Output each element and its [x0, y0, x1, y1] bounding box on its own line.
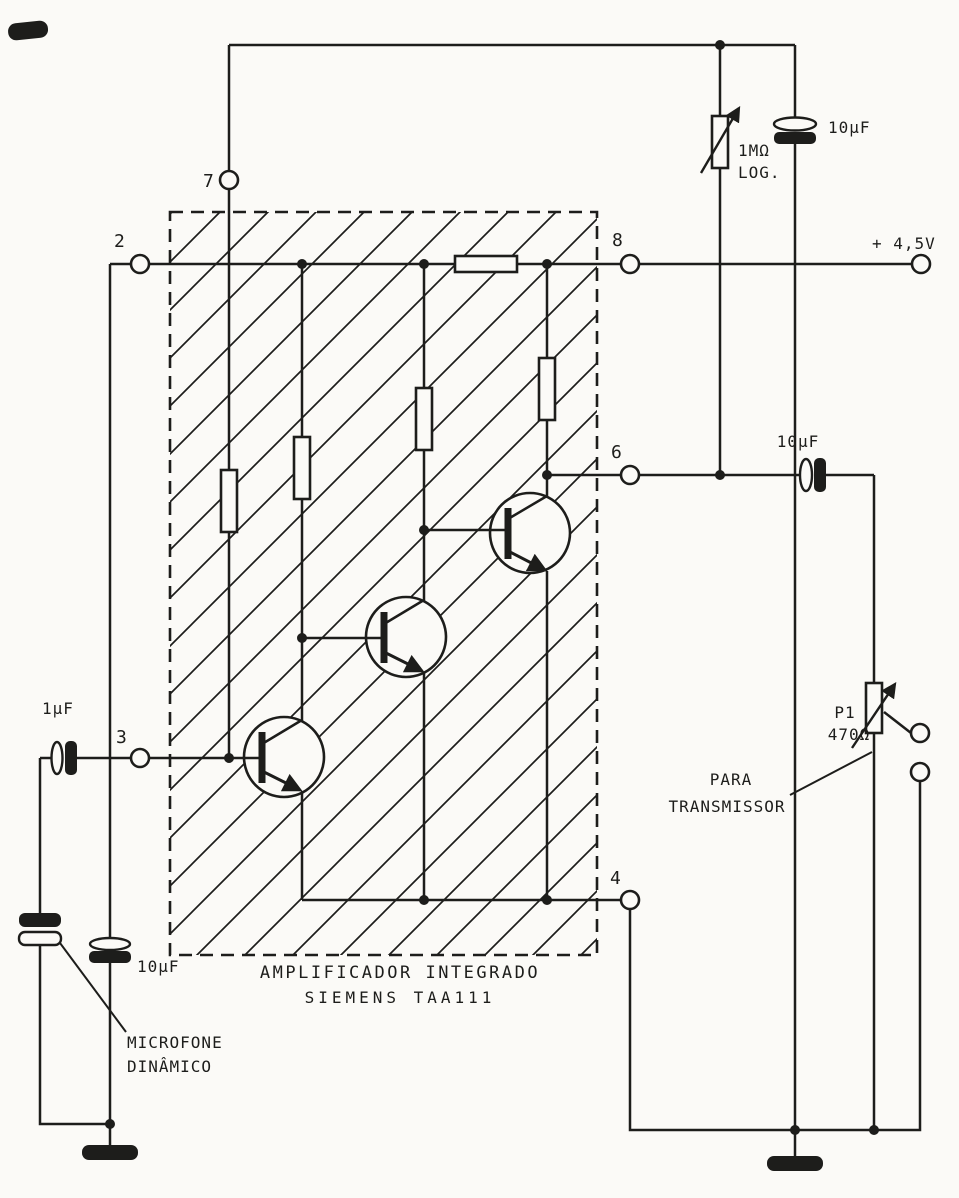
resistor-supply-series: [453, 254, 519, 274]
pot-1m-wiper-arrow: [699, 105, 741, 174]
q3-emitter-arrow: [507, 549, 548, 572]
grounds: [8, 20, 823, 1171]
output-label-line1: PARA: [710, 770, 753, 789]
pin-6-terminal: [619, 464, 641, 486]
pin-2-label: 2: [114, 231, 125, 252]
junction-top-pot: [715, 40, 725, 50]
cap-output-label: 10µF: [777, 432, 820, 451]
cap-bl-plate-b: [89, 951, 131, 963]
junction-rail-q3: [542, 259, 552, 269]
cap-mic-bypass-label: 10µF: [137, 957, 180, 976]
pot-p1-value-label: 470Ω: [828, 725, 871, 744]
junction-gnd-left: [105, 1119, 115, 1129]
wiring: [38, 43, 922, 1156]
wire-q2-collector: [383, 264, 426, 626]
resistor-q1-load: [292, 435, 312, 501]
cap-top-right-label: 10µF: [828, 118, 871, 137]
junction-rail-q2: [419, 259, 429, 269]
ground-symbol-left: [82, 1145, 138, 1160]
pointer-microfone: [59, 942, 127, 1033]
cap-out-plate-a: [798, 457, 814, 493]
wire-q1-collector: [261, 264, 304, 746]
resistors: [219, 254, 557, 534]
pin-3-label: 3: [116, 727, 127, 748]
junction-input-feedback: [224, 753, 234, 763]
potentiometer-p1: [851, 681, 897, 749]
pin-7-terminal: [218, 169, 240, 191]
wire-output-terminal-stub: [883, 711, 912, 734]
junction-pot-out: [715, 470, 725, 480]
junction-gnd-q2: [419, 895, 429, 905]
pot-p1-name-label: P1: [834, 703, 855, 722]
mic-plate-top: [19, 913, 61, 927]
mic-plate-bottom: [17, 930, 63, 947]
pin-8-terminal: [619, 253, 641, 275]
q2-emitter-arrow: [383, 650, 425, 673]
supply-label: + 4,5V: [872, 234, 936, 253]
resistor-q3-load: [537, 356, 557, 422]
cap-tr-plate-a: [772, 116, 818, 132]
ic-title: AMPLIFICADOR INTEGRADO: [260, 963, 540, 983]
cap-out-plate-b: [814, 458, 826, 492]
cap-1uf-plate-b: [65, 741, 77, 775]
pin-8-label: 8: [612, 230, 623, 251]
resistor-feedback: [219, 468, 239, 534]
ic-subtitle: SIEMENS TAA111: [305, 988, 496, 1007]
pin-6-label: 6: [611, 442, 622, 463]
microphone-symbol: [17, 913, 63, 947]
pot-p1-wiper-arrow: [851, 682, 897, 749]
pot-1m-taper-label: LOG.: [738, 163, 781, 182]
capacitor-mic-bypass-10uf: [88, 936, 132, 963]
pin-4-terminal: [619, 889, 641, 911]
pin-2-terminal: [129, 253, 151, 275]
capacitor-output-10uf: [798, 457, 826, 493]
ic-dashed-boundary: [168, 210, 599, 957]
pin-4-label: 4: [610, 868, 621, 889]
pin-7-label: 7: [203, 171, 214, 192]
pin-3-terminal: [129, 747, 151, 769]
resistor-q2-load: [414, 386, 434, 452]
labels: 7 2 8 3 6 4 + 4,5V 1µF 10µF 10µF 10µF 1M…: [42, 118, 936, 1076]
supply-terminal: [910, 253, 932, 275]
output-terminal-lower: [909, 761, 931, 783]
pot-1m-value-label: 1MΩ: [738, 141, 770, 160]
mic-label-line1: MICROFONE: [127, 1033, 223, 1052]
cap-input-label: 1µF: [42, 699, 74, 718]
mic-label-line2: DINÂMICO: [127, 1057, 212, 1076]
capacitor-top-right-10uf: [772, 116, 818, 144]
junction-q3-out: [542, 470, 552, 480]
junction-gnd-cap: [790, 1125, 800, 1135]
wire-q3-collector: [507, 264, 549, 521]
ic-hatch-fill: [170, 212, 597, 955]
top-left-ground-blob: [8, 20, 49, 41]
cap-bl-plate-a: [88, 936, 132, 952]
cap-tr-plate-b: [774, 132, 816, 144]
potentiometer-1m: [699, 105, 741, 174]
junction-gnd-p1: [869, 1125, 879, 1135]
junction-gnd-q3: [542, 895, 552, 905]
output-terminal-upper: [909, 722, 931, 744]
wire-ground-bus: [628, 772, 922, 1132]
pointer-para-transmissor: [789, 751, 873, 796]
cap-1uf-plate-a: [50, 740, 64, 776]
pin-terminals: [129, 169, 932, 911]
ground-symbol-right: [767, 1156, 823, 1171]
q1-emitter-arrow: [261, 769, 303, 792]
junction-dots: [105, 40, 879, 1135]
wire-mic-branch: [38, 758, 110, 1126]
junction-q2-q3: [419, 525, 429, 535]
capacitor-input-1uf: [50, 740, 77, 776]
junction-q1-q2: [297, 633, 307, 643]
output-label-line2: TRANSMISSOR: [669, 797, 786, 816]
ic-body: [168, 210, 599, 957]
transistor-leads: [258, 508, 548, 792]
junction-rail-q1: [297, 259, 307, 269]
